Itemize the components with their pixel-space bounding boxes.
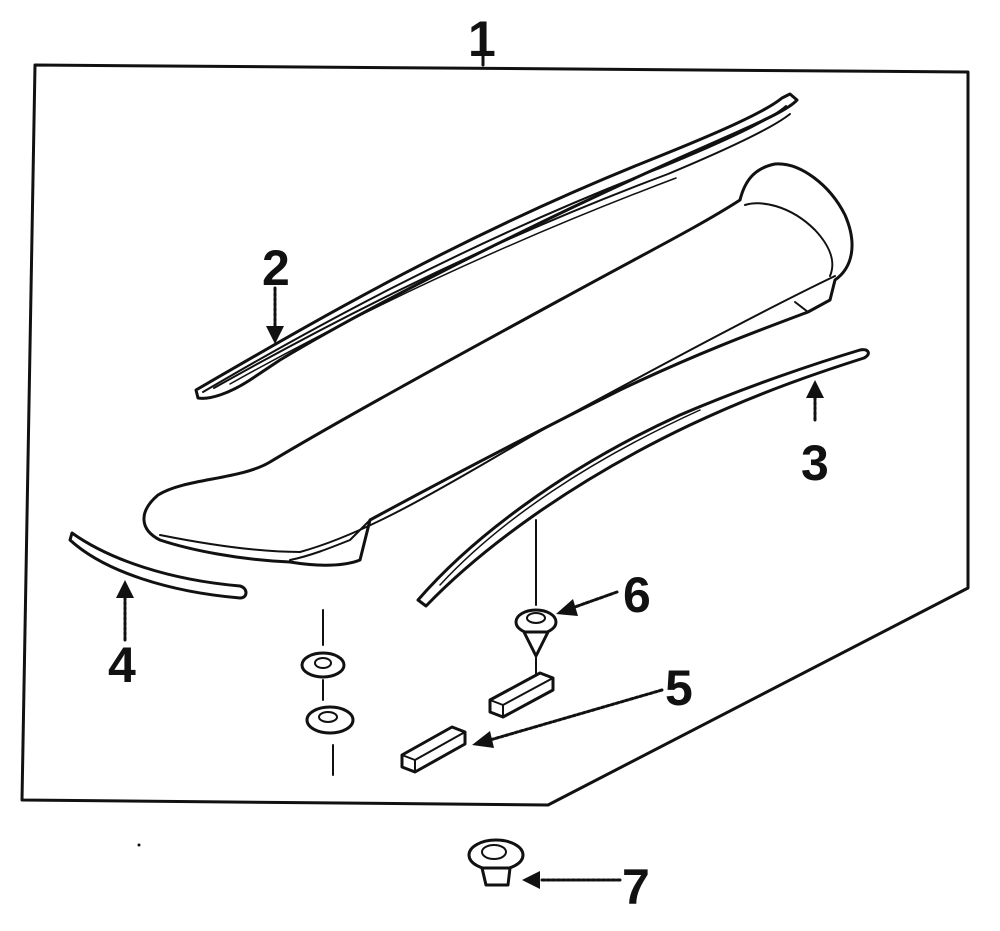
- callout-3: 3: [801, 435, 829, 491]
- clip-screw-part: [514, 519, 558, 677]
- stray-dot: [137, 843, 141, 847]
- assembly-frame: [20, 53, 970, 807]
- foam-pad-upper: [488, 671, 555, 719]
- push-clip-part: [467, 838, 525, 887]
- callout-7: 7: [622, 859, 650, 915]
- callout-4: 4: [108, 637, 136, 693]
- foam-pad-lower: [400, 725, 467, 774]
- callout-6: 6: [623, 567, 651, 623]
- rear-spoiler-body: [142, 162, 854, 567]
- leader-arrows: [116, 286, 824, 889]
- upper-seal-part: [194, 92, 799, 400]
- end-trim-strip-part: [68, 531, 248, 600]
- callout-5: 5: [665, 660, 693, 716]
- callout-2: 2: [262, 240, 290, 296]
- washer-stack: [300, 609, 355, 776]
- lower-molding-part: [416, 348, 870, 608]
- callout-1: 1: [468, 11, 496, 67]
